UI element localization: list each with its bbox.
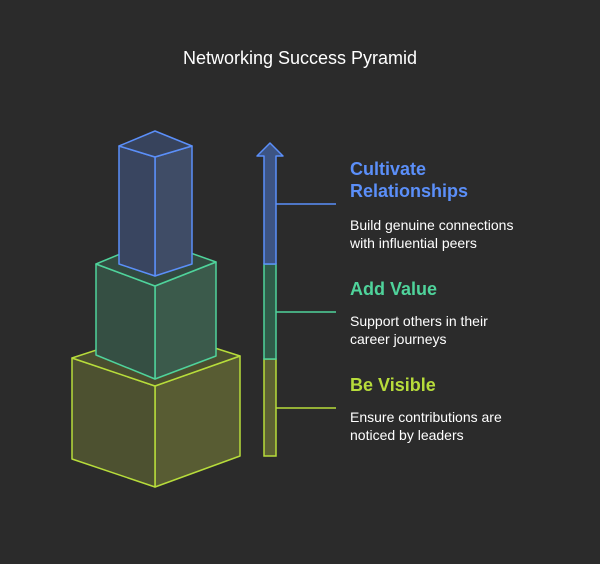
arrow-segment-add-value xyxy=(263,263,277,360)
level-heading-be-visible: Be Visible xyxy=(350,375,436,395)
block-be-visible xyxy=(71,329,241,488)
block-cultivate-relationships xyxy=(118,130,193,277)
diagram-title: Networking Success Pyramid xyxy=(182,48,418,68)
level-heading-cultivate-relationships: Cultivate Relationships xyxy=(350,159,469,201)
arrow-head-cultivate-relationships xyxy=(256,142,284,265)
arrow-segment-be-visible xyxy=(263,358,277,457)
level-description-add-value: Support others in their career journeys xyxy=(350,313,488,347)
level-description-cultivate-relationships: Build genuine connections with influenti… xyxy=(350,217,514,251)
level-heading-add-value: Add Value xyxy=(350,279,438,299)
level-description-be-visible: Ensure contributions are noticed by lead… xyxy=(350,409,502,443)
progress-arrow xyxy=(256,142,284,457)
